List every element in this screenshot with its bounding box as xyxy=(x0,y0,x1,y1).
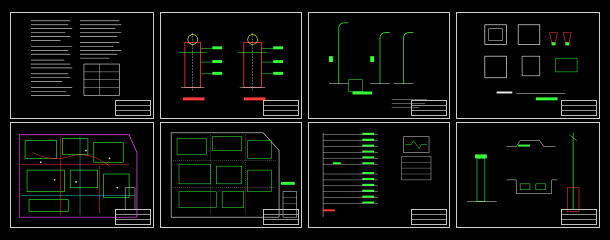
title-block xyxy=(263,209,299,225)
title-block xyxy=(263,100,299,116)
sheet-foundation-detail[interactable] xyxy=(160,12,302,119)
sheet-box-detail[interactable] xyxy=(456,12,600,119)
title-block xyxy=(411,100,447,116)
title-block xyxy=(561,100,597,116)
title-block xyxy=(411,209,447,225)
pole-drawing xyxy=(328,22,428,108)
box-drawing xyxy=(484,24,578,101)
title-block xyxy=(115,209,151,225)
cad-sheet-overview: { "canvas": { "background": "#000000" },… xyxy=(10,12,600,228)
cable-drawing xyxy=(467,132,580,212)
sheet-site-plan-1[interactable] xyxy=(10,122,154,228)
title-block xyxy=(561,209,597,225)
foundation-drawing xyxy=(178,32,284,101)
sheet-pole-elevation[interactable] xyxy=(308,12,450,119)
sheet-cable-detail[interactable] xyxy=(456,122,600,228)
title-block xyxy=(115,100,151,116)
site-plan-2-drawing xyxy=(170,132,297,218)
notes-drawing xyxy=(30,20,122,96)
sheet-distribution-diagram[interactable] xyxy=(308,122,450,228)
distribution-drawing xyxy=(322,132,432,218)
sheet-site-plan-2[interactable] xyxy=(160,122,302,228)
sheet-notes[interactable] xyxy=(10,12,154,119)
site-plan-1-drawing xyxy=(18,134,138,218)
